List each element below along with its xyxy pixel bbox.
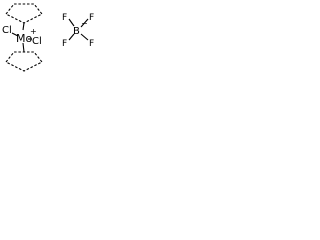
b-f-top-right-bond [80, 18, 89, 28]
cl-right-label: Cl [32, 36, 42, 47]
mo-upper-ring-bond [22, 22, 25, 31]
mo-charge: + [30, 27, 37, 36]
f-bottom-left-label: F [62, 39, 67, 49]
f-bottom-right-label: F [89, 39, 94, 49]
cl-left-label: Cl [2, 25, 12, 36]
mo-label: Mo [16, 32, 32, 45]
f-top-right-label: F [89, 13, 94, 23]
upper-cp-ring [5, 3, 43, 24]
cl-left-bond [11, 32, 19, 37]
b-label: B [73, 26, 80, 37]
f-top-left-label: F [62, 13, 67, 23]
b-f-bottom-right-bond [80, 33, 89, 41]
mo-lower-ring-bond [22, 42, 25, 53]
lower-cp-ring [5, 51, 43, 72]
b-f-top-left-bond [68, 18, 75, 27]
b-f-bottom-left-bond [68, 33, 75, 41]
structure-diagram: Cl Cl Mo + F F F F B − [2, 3, 94, 72]
